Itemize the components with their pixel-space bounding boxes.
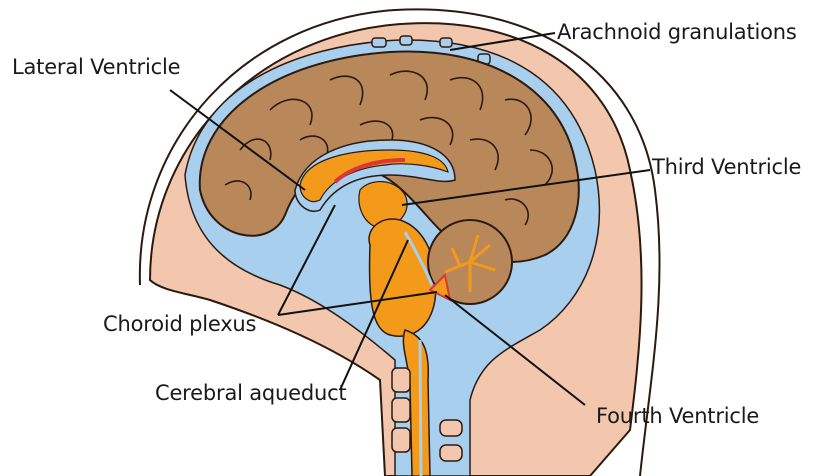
label-cerebral-aqueduct: Cerebral aqueduct [155, 381, 346, 405]
label-third-ventricle: Third Ventricle [652, 155, 801, 179]
label-arachnoid-granulations: Arachnoid granulations [557, 20, 797, 44]
central-canal [420, 340, 421, 476]
label-fourth-ventricle: Fourth Ventricle [596, 404, 759, 428]
label-choroid-plexus: Choroid plexus [103, 312, 256, 336]
label-lateral-ventricle: Lateral Ventricle [12, 55, 180, 79]
